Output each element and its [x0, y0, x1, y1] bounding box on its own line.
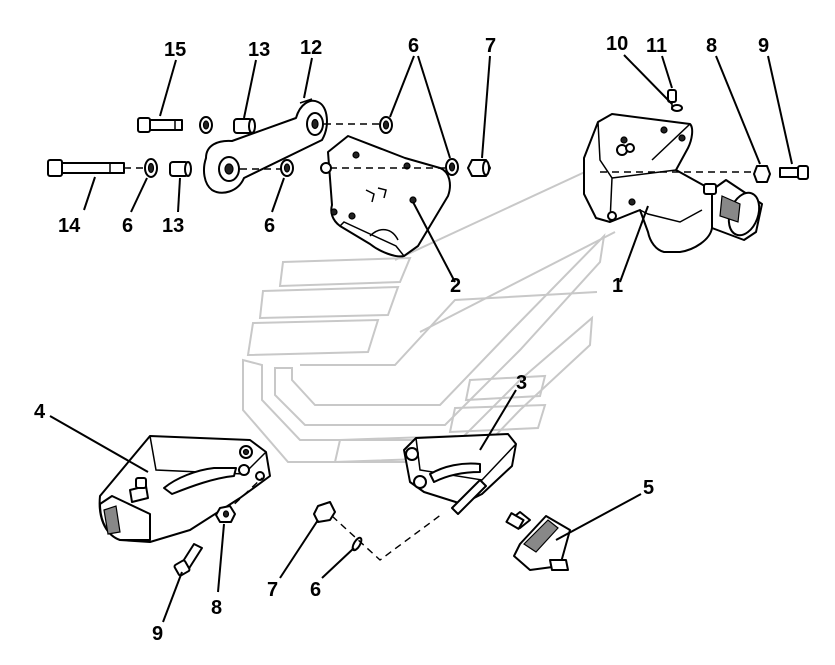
- callout-13-lower: 13: [162, 215, 184, 237]
- callout-6-left: 6: [122, 215, 133, 237]
- washer-10: [671, 104, 683, 112]
- callout-8-lower: 8: [211, 597, 222, 619]
- link-bracket-12: [203, 98, 328, 194]
- callout-7-upper: 7: [485, 35, 496, 57]
- callout-6-center: 6: [264, 215, 275, 237]
- washer-6-upper-right: [379, 116, 393, 134]
- callout-9-lower: 9: [152, 623, 163, 645]
- callout-1: 1: [612, 275, 623, 297]
- nut-7-lower: [313, 501, 336, 523]
- engine-bracket-3: [403, 433, 517, 515]
- washer-6-lower-left: [144, 158, 158, 178]
- callout-4: 4: [34, 401, 46, 423]
- bolt-14: [47, 159, 125, 177]
- engine-bracket-1: [583, 113, 713, 253]
- callout-15: 15: [164, 39, 186, 61]
- watermark-logo: [242, 164, 616, 464]
- spacer-13-upper: [233, 118, 256, 134]
- callout-11: 11: [646, 35, 667, 57]
- washer-6-center: [280, 159, 294, 177]
- nut-7-upper: [467, 159, 491, 177]
- spacer-13-lower: [169, 161, 192, 177]
- callout-5: 5: [643, 477, 654, 499]
- rubber-mount-right: [703, 179, 763, 241]
- callout-3: 3: [516, 372, 527, 394]
- nut-8-right: [753, 165, 771, 183]
- callout-6-upper: 6: [408, 35, 419, 57]
- mounting-plate-2: [320, 135, 451, 258]
- callout-9-upper: 9: [758, 35, 769, 57]
- washer-6-upper-left: [199, 116, 213, 134]
- bolt-9-right: [779, 165, 809, 180]
- engine-bracket-4: [98, 435, 271, 543]
- nut-8-lower: [215, 505, 236, 523]
- callout-6-lower: 6: [310, 579, 321, 601]
- leader-lines: [49, 54, 793, 623]
- bolt-9-lower: [173, 543, 203, 577]
- rubber-mount-5: [505, 511, 571, 571]
- callout-13-upper: 13: [248, 39, 270, 61]
- callout-7-lower: 7: [267, 579, 278, 601]
- callout-10: 10: [606, 33, 628, 55]
- callout-labels: 15 13 12 6 7 10 11 8 9 14 6 13 6 2 1 3 4…: [34, 33, 769, 645]
- callout-2: 2: [450, 275, 461, 297]
- callout-14: 14: [58, 215, 81, 237]
- bolt-15: [137, 117, 183, 133]
- callout-12: 12: [300, 37, 322, 59]
- callout-8-upper: 8: [706, 35, 717, 57]
- washer-6-right: [445, 158, 459, 176]
